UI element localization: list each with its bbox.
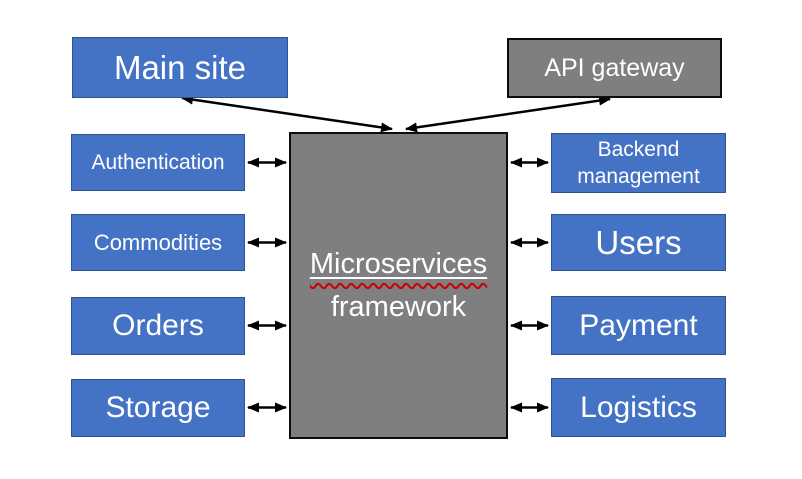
node-logistics-label: Logistics xyxy=(580,390,697,424)
node-commodities-label: Commodities xyxy=(93,229,223,255)
node-commodities: Commodities xyxy=(71,214,245,271)
node-microservices-framework-label: Microservices framework xyxy=(310,243,487,327)
node-authentication-label: Authentication xyxy=(91,150,225,174)
node-api-gateway-label: API gateway xyxy=(544,53,685,82)
node-main-site: Main site xyxy=(72,37,288,98)
node-payment-label: Payment xyxy=(579,308,698,342)
node-storage: Storage xyxy=(71,379,245,437)
node-main-site-label: Main site xyxy=(113,48,247,86)
node-storage-label: Storage xyxy=(105,391,211,424)
node-users-label: Users xyxy=(595,223,682,261)
center-label-line2: framework xyxy=(330,290,467,323)
arrow-center-main-site xyxy=(181,94,393,133)
node-authentication: Authentication xyxy=(71,134,245,191)
arrow-center-api-gateway xyxy=(405,95,611,133)
node-users: Users xyxy=(551,214,726,271)
node-logistics: Logistics xyxy=(551,378,726,437)
node-payment: Payment xyxy=(551,296,726,355)
node-orders: Orders xyxy=(71,297,245,355)
spellchecked-word: Microservices xyxy=(309,248,488,281)
node-api-gateway: API gateway xyxy=(507,38,722,98)
node-backend-management-label: Backend management xyxy=(577,137,700,188)
node-microservices-framework: Microservices framework xyxy=(289,132,508,439)
node-backend-management: Backend management xyxy=(551,133,726,193)
node-orders-label: Orders xyxy=(112,309,204,342)
